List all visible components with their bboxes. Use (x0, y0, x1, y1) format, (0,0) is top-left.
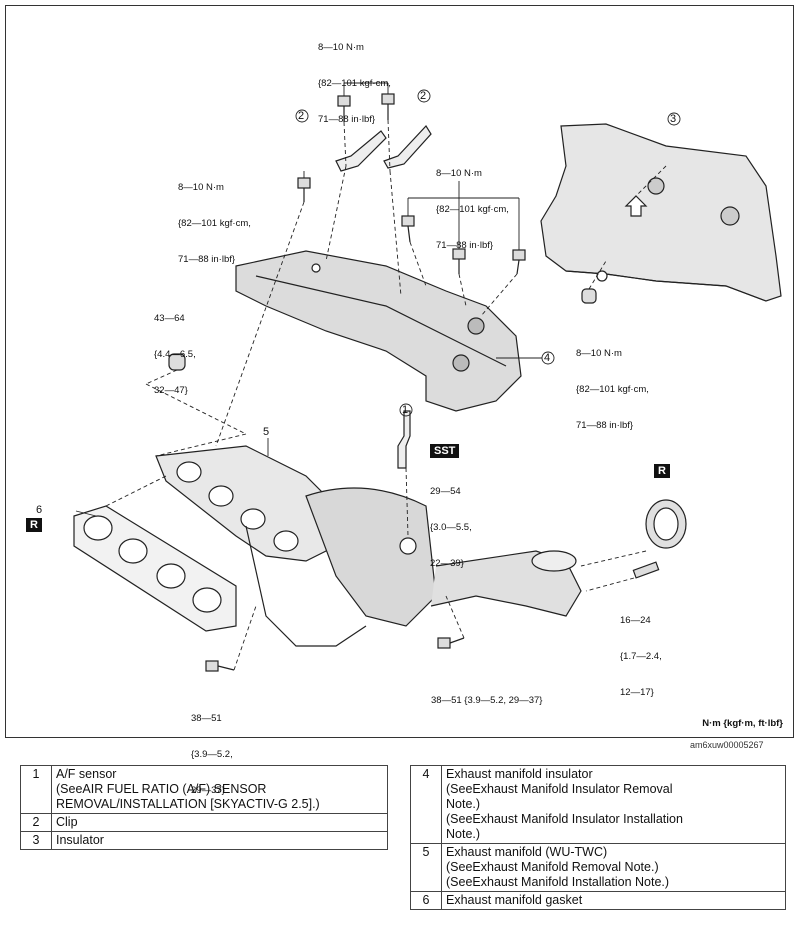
part-number-5: 5 (263, 426, 270, 438)
callout-line: {82—101 kgf·cm, (318, 78, 391, 89)
torque-units-note: N·m {kgf·m, ft·lbf} (702, 718, 783, 729)
callout-top-bolts-torque: 8—10 N·m {82—101 kgf·cm, 71—88 in·lbf} (318, 18, 391, 150)
part-number-3: 3 (670, 113, 677, 125)
callout-line: {4.4—6.5, (154, 349, 196, 360)
see-prefix: (See (446, 782, 473, 796)
callout-line: 8—10 N·m (436, 168, 482, 179)
callout-stud-torque: 16—24 {1.7—2.4, 12—17} (620, 591, 662, 723)
callout-line: 22—39} (430, 558, 464, 569)
legend-part-name: Exhaust manifold (WU-TWC) (446, 845, 608, 859)
legend-row: 4 Exhaust manifold insulator (SeeExhaust… (410, 765, 786, 844)
insulator-part (540, 123, 782, 302)
ring-gasket-part (632, 499, 687, 579)
legend-part-name: A/F sensor (56, 767, 117, 781)
see-reference-link[interactable]: Exhaust Manifold Installation Note.) (472, 875, 670, 889)
callout-line: {3.0—5.5, (430, 522, 472, 533)
callout-line: 71—88 in·lbf} (178, 254, 236, 265)
legend-part-name: Clip (51, 813, 388, 832)
callout-line: {82—101 kgf·cm, (436, 204, 509, 215)
legend-part-name: Insulator (51, 831, 388, 850)
callout-lower-center-bolt-torque: 38—51 {3.9—5.2, 29—37} (431, 671, 542, 731)
image-code: am6xuw00005267 (690, 740, 764, 750)
legend-row: 3 Insulator (20, 831, 388, 850)
legend-see-line: (SeeAIR FUEL RATIO (A/F) SENSOR (56, 782, 383, 797)
legend-see-line: Note.) (446, 797, 781, 812)
see-prefix: (See (446, 860, 473, 874)
replace-badge-ring-gasket: R (654, 464, 670, 478)
legend-row: 2 Clip (20, 813, 388, 832)
legend-table-right: 4 Exhaust manifold insulator (SeeExhaust… (410, 765, 786, 910)
callout-line: 71—88 in·lbf} (318, 114, 376, 125)
callout-line: 38—51 (191, 713, 222, 724)
leader-lines (105, 119, 667, 671)
legend-row: 5 Exhaust manifold (WU-TWC) (SeeExhaust … (410, 843, 786, 892)
part-number-1: 1 (402, 404, 409, 416)
see-suffix[interactable]: Note.) (446, 797, 481, 811)
callout-line: {1.7—2.4, (620, 651, 662, 662)
callout-nut-torque: 43—64 {4.4—6.5, 32—47} (154, 289, 196, 421)
callout-left-bolt-torque: 8—10 N·m {82—101 kgf·cm, 71—88 in·lbf} (178, 158, 251, 290)
callout-line: 71—88 in·lbf} (436, 240, 494, 251)
legend-table-left: 1 A/F sensor (SeeAIR FUEL RATIO (A/F) SE… (20, 765, 388, 850)
exploded-view-diagram: 8—10 N·m {82—101 kgf·cm, 71—88 in·lbf} 8… (5, 5, 794, 796)
legend-number: 4 (410, 765, 442, 844)
legend-see-line: (SeeExhaust Manifold Installation Note.) (446, 875, 781, 890)
callout-insulator-bolts-torque: 8—10 N·m {82—101 kgf·cm, 71—88 in·lbf} (436, 144, 509, 276)
callout-line: 12—17} (620, 687, 654, 698)
see-prefix: (See (56, 782, 83, 796)
callout-line: 16—24 (620, 615, 651, 626)
legend-description: Exhaust manifold insulator (SeeExhaust M… (441, 765, 786, 844)
legend-row: 6 Exhaust manifold gasket (410, 891, 786, 910)
part-number-6: 6 (36, 504, 43, 516)
legend-see-line: (SeeExhaust Manifold Insulator Installat… (446, 812, 781, 827)
callout-line: 38—51 {3.9—5.2, 29—37} (431, 695, 543, 706)
exhaust-manifold-part (155, 445, 582, 647)
callout-line: {3.9—5.2, (191, 749, 233, 760)
sst-badge: SST (430, 444, 460, 458)
callout-line: 43—64 (154, 313, 185, 324)
legend-number: 5 (410, 843, 442, 892)
diagram-drawing (73, 82, 782, 672)
callout-line: 8—10 N·m (318, 42, 364, 53)
legend-see-line: Note.) (446, 827, 781, 842)
see-suffix[interactable]: Note.) (446, 827, 481, 841)
legend-description: A/F sensor (SeeAIR FUEL RATIO (A/F) SENS… (51, 765, 388, 814)
see-prefix: (See (446, 812, 473, 826)
manifold-insulator-part (235, 250, 522, 412)
see-reference-continuation[interactable]: REMOVAL/INSTALLATION [SKYACTIV-G 2.5].) (56, 797, 320, 811)
callout-line: {82—101 kgf·cm, (576, 384, 649, 395)
callout-line: 32—47} (154, 385, 188, 396)
legend-see-line: (SeeExhaust Manifold Removal Note.) (446, 860, 781, 875)
part-number-2-right: 2 (420, 90, 427, 102)
see-reference-link[interactable]: Exhaust Manifold Insulator Removal (472, 782, 673, 796)
gasket-part (73, 505, 237, 632)
legend-see-line: (SeeExhaust Manifold Insulator Removal (446, 782, 781, 797)
legend-number: 1 (20, 765, 52, 814)
callout-sensor-torque: 29—54 {3.0—5.5, 22—39} (430, 462, 472, 594)
part-number-2-left: 2 (298, 110, 305, 122)
replace-badge-manifold-gasket: R (26, 518, 42, 532)
callout-insulator-side-bolt-torque: 8—10 N·m {82—101 kgf·cm, 71—88 in·lbf} (576, 324, 649, 456)
legend-part-name: Exhaust manifold insulator (446, 767, 593, 781)
callout-line: 29—54 (430, 486, 461, 497)
part-number-4: 4 (544, 352, 551, 364)
see-reference-link[interactable]: Exhaust Manifold Removal Note.) (472, 860, 659, 874)
legend-number: 2 (20, 813, 52, 832)
callout-line: 71—88 in·lbf} (576, 420, 634, 431)
see-reference-link[interactable]: AIR FUEL RATIO (A/F) SENSOR (82, 782, 267, 796)
callout-line: {82—101 kgf·cm, (178, 218, 251, 229)
legend-number: 3 (20, 831, 52, 850)
legend-part-name: Exhaust manifold gasket (441, 891, 786, 910)
legend-number: 6 (410, 891, 442, 910)
legend-description: Exhaust manifold (WU-TWC) (SeeExhaust Ma… (441, 843, 786, 892)
af-sensor-part (397, 410, 411, 469)
see-reference-link[interactable]: Exhaust Manifold Insulator Installation (472, 812, 683, 826)
clip-parts (335, 125, 432, 172)
see-prefix: (See (446, 875, 473, 889)
callout-lines (75, 82, 681, 517)
legend-row: 1 A/F sensor (SeeAIR FUEL RATIO (A/F) SE… (20, 765, 388, 814)
callout-line: 8—10 N·m (178, 182, 224, 193)
callout-line: 8—10 N·m (576, 348, 622, 359)
